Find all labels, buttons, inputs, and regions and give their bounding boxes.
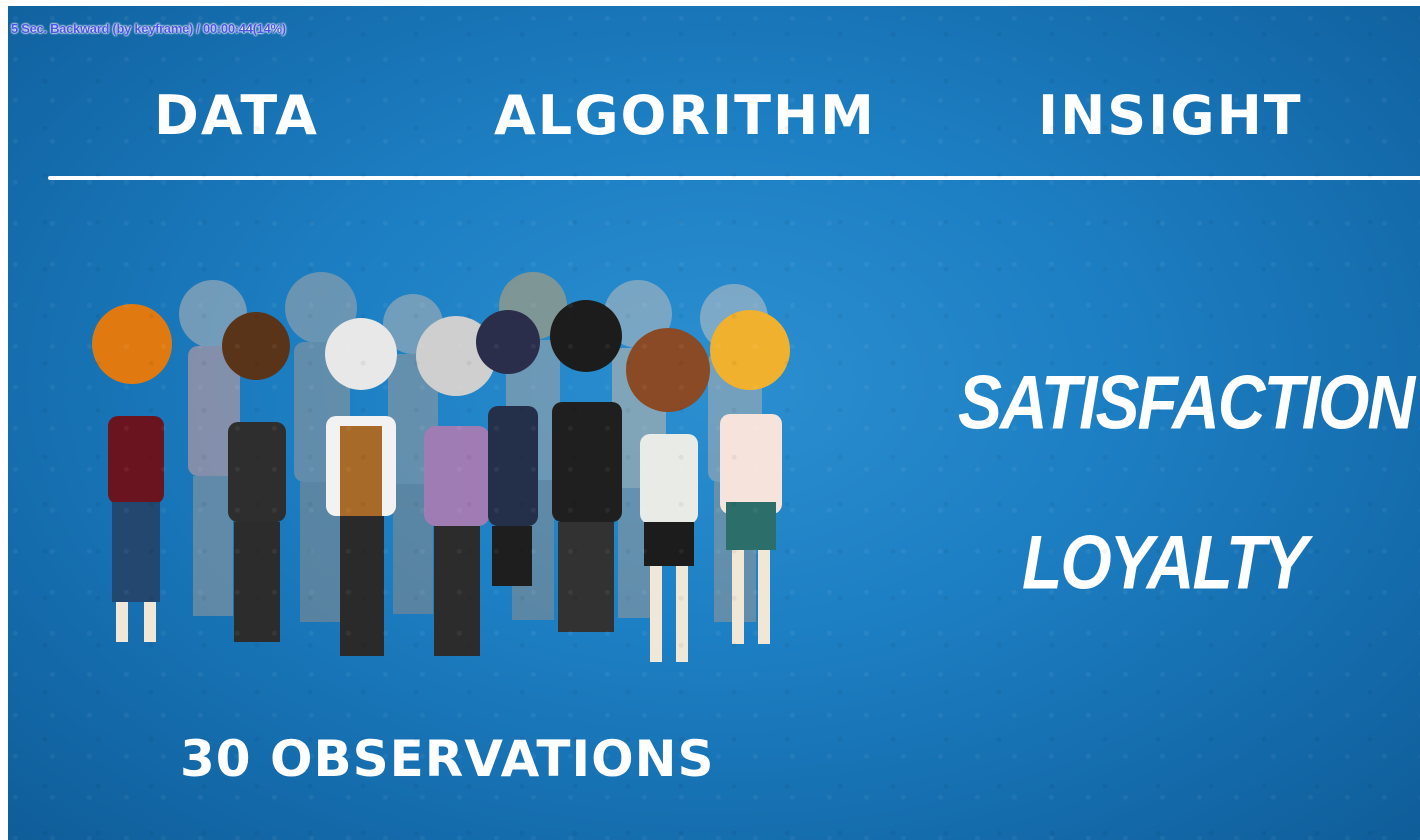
observations-caption: 30 OBSERVATIONS [180, 730, 715, 788]
person-grey-hair [416, 316, 496, 656]
crowd-illustration [92, 272, 790, 662]
player-osd-message: 5 Sec. Backward (by keyframe) / 00:00:44… [11, 21, 286, 36]
person-blonde-hair [710, 310, 790, 644]
person-black-hair [550, 300, 622, 632]
person-auburn-hair [626, 328, 710, 662]
heading-insight: INSIGHT [1038, 84, 1303, 147]
heading-algorithm: ALGORITHM [494, 84, 876, 147]
person-orange-hair [92, 304, 172, 642]
person-white-hair [325, 318, 397, 656]
front-row-people [92, 300, 790, 662]
header-divider [48, 176, 1420, 180]
person-back-1 [179, 280, 247, 616]
video-frame[interactable]: DATA ALGORITHM INSIGHT [8, 6, 1420, 840]
person-navy-hair [476, 310, 540, 586]
insight-satisfaction: SATISFACTION [958, 359, 1415, 445]
person-brown-hair [222, 312, 290, 642]
insight-loyalty: LOYALTY [1022, 519, 1308, 605]
heading-data: DATA [154, 84, 319, 147]
